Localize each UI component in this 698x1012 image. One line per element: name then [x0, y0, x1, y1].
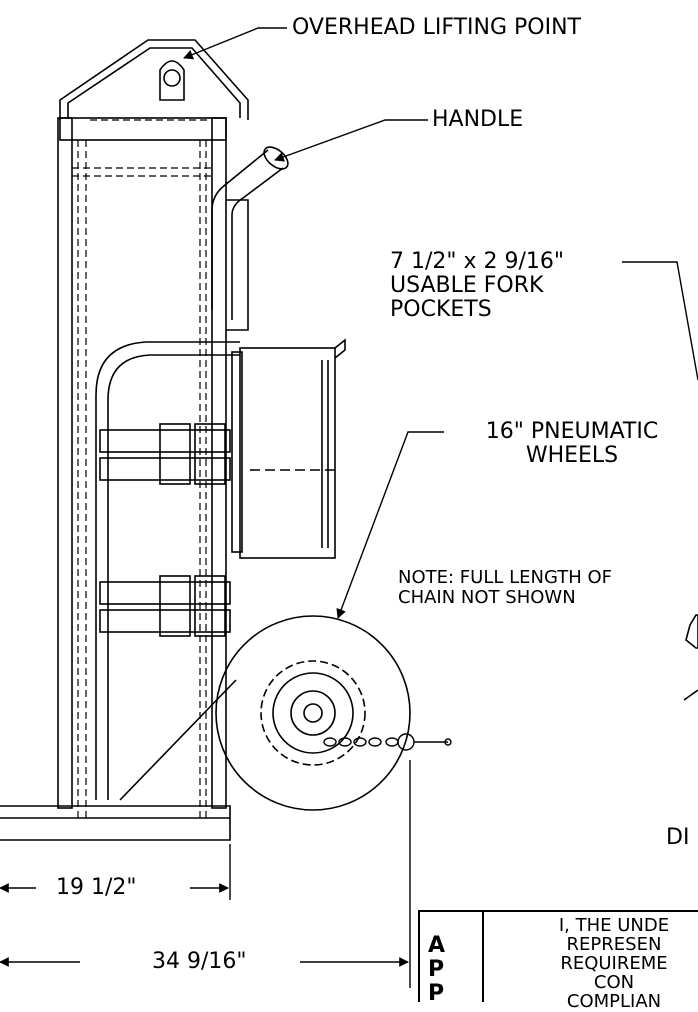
approval-letter-2: P — [428, 957, 445, 982]
wheel-tire — [215, 615, 411, 811]
approval-letters: A P P — [428, 934, 445, 1006]
leader-lifting-point — [183, 27, 287, 60]
dimension-34-9-16: 34 9/16" — [152, 949, 247, 974]
approval-box: A P P I, THE UNDE REPRESEN REQUIREME CON… — [418, 910, 698, 1011]
label-handle: HANDLE — [432, 107, 524, 132]
approval-text-line-1: I, THE UNDE — [558, 915, 670, 936]
approval-text-line-3: REQUIREME — [560, 953, 668, 974]
upper-straps — [99, 423, 231, 485]
approval-letter-3: P — [428, 981, 445, 1006]
frame-left-upright — [57, 117, 73, 809]
label-fork-pockets: 7 1/2" x 2 9/16" USABLE FORK POCKETS — [390, 250, 564, 322]
section-title-partial: DI — [666, 825, 690, 850]
leader-wheels — [336, 431, 444, 619]
wheels-line1: 16" PNEUMATIC — [485, 419, 659, 444]
wheels-line2: WHEELS — [525, 443, 619, 468]
approval-text-line-5: COMPLIAN — [566, 991, 662, 1012]
label-chain-note: NOTE: FULL LENGTH OF CHAIN NOT SHOWN — [398, 568, 612, 608]
approval-letter-1: A — [428, 933, 446, 958]
leader-fork-pockets — [622, 261, 698, 381]
approval-text-line-2: REPRESEN — [566, 934, 662, 955]
chain-note-line2: CHAIN NOT SHOWN — [398, 587, 576, 608]
fork-pockets-size: 7 1/2" x 2 9/16" — [390, 249, 565, 274]
label-pneumatic-wheels: 16" PNEUMATIC WHEELS — [446, 420, 698, 468]
lifting-plate — [59, 39, 249, 120]
handle-tube — [211, 149, 269, 310]
label-overhead-lifting-point: OVERHEAD LIFTING POINT — [292, 15, 581, 40]
fork-pockets-line3: POCKETS — [390, 297, 492, 322]
approval-text-line-4: CON — [593, 972, 635, 993]
lifting-eye — [159, 60, 185, 101]
technical-drawing — [0, 27, 698, 988]
leader-handle — [274, 119, 428, 162]
fork-pockets-line2: USABLE FORK — [390, 273, 544, 298]
approval-text: I, THE UNDE REPRESEN REQUIREME CON COMPL… — [484, 916, 698, 1011]
lower-straps — [99, 575, 231, 637]
dimension-19-1-2: 19 1/2" — [56, 875, 137, 900]
back-bar — [95, 341, 240, 800]
approval-box-inner — [482, 912, 698, 1002]
chain — [323, 733, 452, 751]
base-plate — [0, 805, 231, 841]
chain-note-line1: NOTE: FULL LENGTH OF — [398, 567, 613, 588]
frame-right-upright — [211, 117, 227, 809]
fork-pocket — [239, 347, 336, 559]
